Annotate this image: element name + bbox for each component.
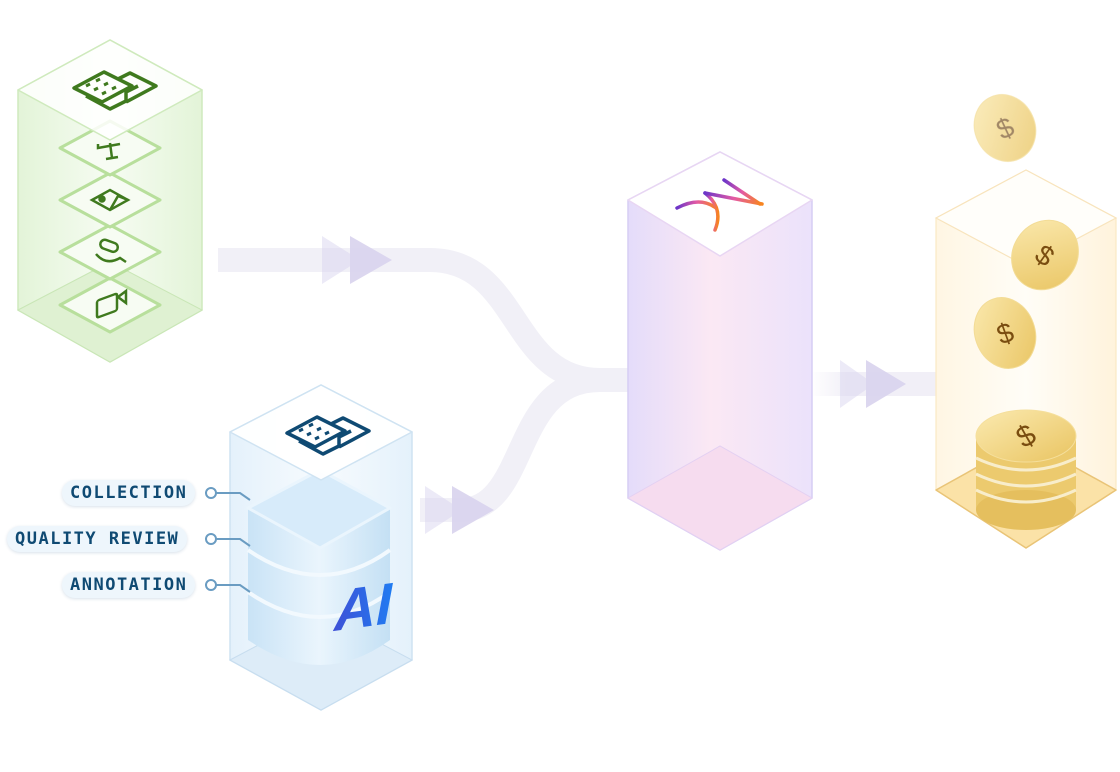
coin-stack-icon: $: [975, 409, 1077, 530]
building-icon: [72, 70, 158, 111]
text-icon: [96, 142, 121, 161]
layer-audio: [58, 223, 162, 281]
label-connectors: [205, 487, 251, 593]
logo-icon: [675, 178, 764, 232]
falling-coin: $: [1011, 219, 1079, 291]
platform-tower: [626, 151, 814, 551]
flow-connectors: [218, 236, 940, 534]
ai-badge: AI: [332, 571, 394, 644]
layer-image: [58, 171, 162, 229]
label-quality-review: QUALITY REVIEW: [7, 526, 188, 552]
revenue-stack: $ $ $ $: [934, 94, 1118, 549]
ai-data-stack: AI: [205, 384, 414, 711]
video-camera-icon: [95, 288, 128, 319]
layer-video: [58, 276, 162, 334]
stack-lid: [17, 39, 203, 141]
falling-coin: $: [973, 297, 1037, 369]
enterprise-data-stack: [16, 39, 204, 363]
chevron-arrow-icon: [322, 236, 906, 534]
tower-lid: [627, 151, 813, 257]
flow-edge-bottom: [420, 368, 601, 522]
building-icon: [285, 415, 371, 456]
microphone-icon: [95, 238, 127, 264]
stack-lid: [229, 384, 413, 481]
falling-coin: $: [973, 94, 1037, 162]
label-collection: COLLECTION: [62, 480, 196, 506]
ai-cylinder: AI: [246, 468, 394, 665]
flow-edge-top: [218, 248, 630, 392]
label-annotation: ANNOTATION: [62, 572, 196, 598]
image-icon: [89, 188, 131, 212]
